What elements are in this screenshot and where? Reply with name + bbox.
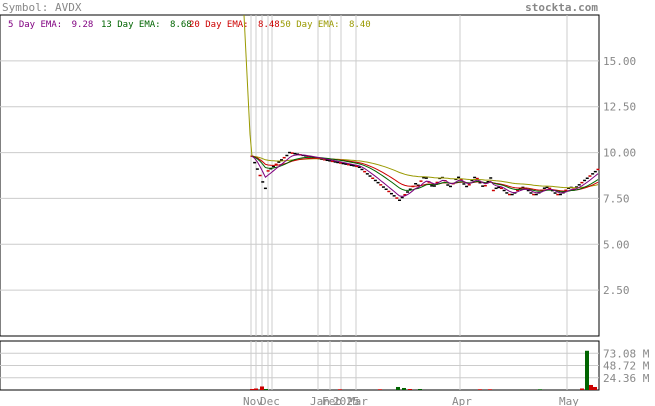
legend-ema13-value: 8.68 xyxy=(170,20,192,30)
volume-bar xyxy=(396,386,400,390)
price-tick-label: 10.00 xyxy=(603,147,636,160)
volume-bar xyxy=(378,389,382,390)
legend-ema13: 13 Day EMA: 8.68 xyxy=(101,20,192,30)
volume-bar xyxy=(478,389,482,390)
volume-tick-label: 48.72 M xyxy=(603,360,650,373)
volume-bar xyxy=(593,386,597,390)
legend-ema20-value: 8.48 xyxy=(258,20,280,30)
legend-ema13-label: 13 Day EMA: xyxy=(101,20,161,30)
volume-tick-label: 73.08 M xyxy=(603,347,650,360)
tick-layer: 15.00 12.50 10.00 7.50 5.00 2.50 73.08 M48.72 … xyxy=(243,55,650,406)
price-panel xyxy=(0,14,600,337)
x-tick-label: 2025 xyxy=(333,395,360,406)
volume-tick-label: 24.36 M xyxy=(603,372,650,385)
legend-ema50: 50 Day EMA: 8.40 xyxy=(280,20,371,30)
volume-bar xyxy=(254,388,258,390)
price-tick-label: 7.50 xyxy=(603,192,630,205)
site-label: stockta.com xyxy=(525,1,598,14)
symbol-label: Symbol: AVDX xyxy=(2,1,82,14)
legend: 5 Day EMA: 9.28 13 Day EMA: 8.68 20 Day … xyxy=(8,20,371,30)
x-tick-label: Feb xyxy=(322,395,342,406)
volume-bar xyxy=(580,388,584,390)
volume-bar xyxy=(488,389,492,390)
volume-bar xyxy=(589,384,593,390)
volume-bar xyxy=(338,389,342,390)
price-tick-label: 12.50 xyxy=(603,101,636,114)
legend-ema50-label: 50 Day EMA: xyxy=(280,20,340,30)
legend-ema50-value: 8.40 xyxy=(349,20,371,30)
price-tick-label: 5.00 xyxy=(603,238,630,251)
volume-bar xyxy=(250,388,254,390)
x-tick-label: Nov xyxy=(243,395,263,406)
volume-bar xyxy=(264,388,268,390)
ema20-line xyxy=(251,155,599,192)
volume-layer xyxy=(250,350,597,390)
price-tick-label: 2.50 xyxy=(603,284,630,297)
volume-bar xyxy=(538,389,542,390)
x-tick-label: May xyxy=(559,395,579,406)
price-tick-label: 15.00 xyxy=(603,55,636,68)
ema13-line xyxy=(251,155,599,193)
volume-bar xyxy=(585,350,589,390)
x-tick-label: Apr xyxy=(452,395,472,406)
ema5-line xyxy=(251,154,599,197)
legend-ema20: 20 Day EMA: 8.48 xyxy=(189,20,280,30)
volume-bar xyxy=(408,388,412,390)
x-tick-label: Jan xyxy=(310,395,330,406)
x-tick-label: Mar xyxy=(348,395,368,406)
grid-layer xyxy=(0,15,599,390)
volume-bar xyxy=(260,386,264,390)
x-tick-label: Dec xyxy=(260,395,280,406)
ema-layer xyxy=(243,14,599,197)
volume-bar xyxy=(402,387,406,390)
legend-ema20-label: 20 Day EMA: xyxy=(189,20,249,30)
volume-bar xyxy=(418,388,422,390)
legend-ema5-value: 9.28 xyxy=(72,20,94,30)
legend-ema5-label: 5 Day EMA: xyxy=(8,20,62,30)
legend-ema5: 5 Day EMA: 9.28 xyxy=(8,20,93,30)
